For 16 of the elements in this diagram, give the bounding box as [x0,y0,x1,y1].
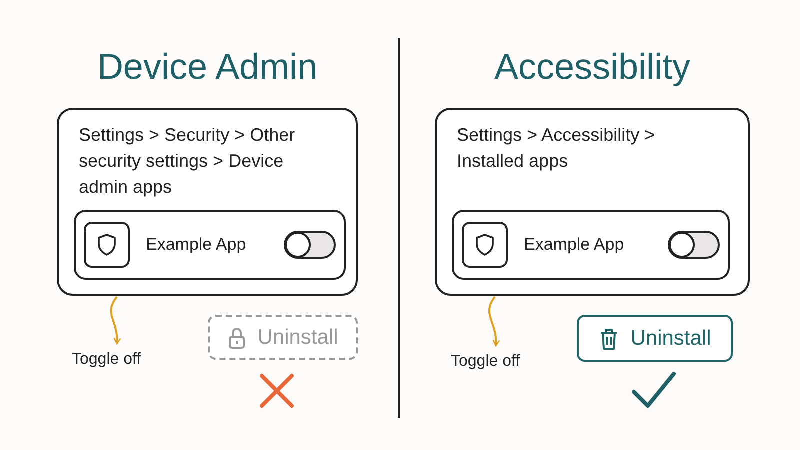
disabled-uninstall-button: Uninstall [208,315,358,360]
curved-arrow [110,296,121,345]
caption-text: Toggle off [72,348,172,372]
app-name: Example App [146,235,246,254]
app-row [74,210,346,280]
breadcrumb-path: Settings > Accessibility > Installed apps [457,124,656,173]
app-name: Example App [524,235,624,254]
panel-title: Accessibility [493,45,692,89]
curved-arrow [488,296,500,347]
caption-text: Toggle off [451,350,551,374]
settings-card [57,108,358,296]
breadcrumb-path: Settings > Security > Other security settings > Device admin apps [79,124,296,199]
app-row [452,210,730,280]
uninstall-button: Uninstall [577,315,733,362]
panel-title: Device Admin [96,45,319,89]
settings-card [435,108,750,296]
